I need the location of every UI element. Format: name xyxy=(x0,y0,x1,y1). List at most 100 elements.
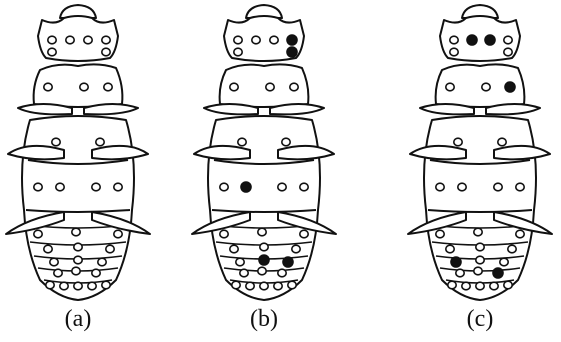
abdomen-row1-dot-1 xyxy=(74,243,82,251)
panel-b xyxy=(192,5,336,300)
leg-appendage xyxy=(8,146,64,160)
abdomen-row0-dot-2 xyxy=(516,230,524,238)
leg-appendage xyxy=(278,146,334,160)
torso-row1-dot-2 xyxy=(494,183,502,191)
leg-appendage xyxy=(420,104,474,114)
abdomen-row2-dot-2 xyxy=(98,258,106,266)
abdomen-row0-dot-2 xyxy=(114,230,122,238)
torso-row0-dot-1 xyxy=(96,138,104,146)
thorax-dot-0 xyxy=(230,83,238,91)
head-dot-3 xyxy=(504,36,512,44)
abdomen-row2-dot-0 xyxy=(236,258,244,266)
abdomen-row3-dot-1 xyxy=(474,267,482,275)
head-dot-5 xyxy=(504,48,512,56)
abdomen-row4-dot-4 xyxy=(504,281,512,289)
abdomen-row3-dot-0 xyxy=(456,269,464,277)
leg-appendage xyxy=(494,146,550,160)
panel-a xyxy=(6,5,150,300)
leg-appendage xyxy=(84,104,138,114)
abdomen-row4-dot-3 xyxy=(274,282,282,290)
torso-row0-dot-0 xyxy=(238,138,246,146)
head-dot-3-marked xyxy=(287,35,297,45)
thorax-dot-1 xyxy=(80,83,88,91)
panel-c xyxy=(408,5,552,300)
leg-appendage xyxy=(486,104,540,114)
head-dot-1-marked xyxy=(467,35,477,45)
head-dot-1 xyxy=(66,36,74,44)
torso-row0-dot-1 xyxy=(282,138,290,146)
abdomen-row4-dot-2 xyxy=(476,282,484,290)
abdomen-row1-dot-0 xyxy=(446,245,454,253)
abdomen-row1-dot-0 xyxy=(44,245,52,253)
head-dot-4 xyxy=(450,48,458,56)
abdomen-row2-dot-2-marked xyxy=(283,257,293,267)
abdomen-row1-dot-2 xyxy=(292,245,300,253)
head-dot-1 xyxy=(252,36,260,44)
abdomen-row1-dot-1 xyxy=(476,243,484,251)
abdomen-row4-dot-4 xyxy=(288,281,296,289)
abdomen-row4-dot-0 xyxy=(46,281,54,289)
torso-row1-dot-2 xyxy=(92,183,100,191)
abdomen-row4-dot-0 xyxy=(448,281,456,289)
abdomen-row3-dot-1 xyxy=(72,267,80,275)
thorax-dot-2 xyxy=(104,83,112,91)
abdomen-row4-dot-0 xyxy=(232,281,240,289)
abdomen-row2-dot-0-marked xyxy=(451,257,461,267)
head-dot-2 xyxy=(270,36,278,44)
torso-row1-dot-3 xyxy=(516,183,524,191)
abdomen-row3-dot-2-marked xyxy=(493,268,503,278)
head-dot-4 xyxy=(234,48,242,56)
thorax-dot-0 xyxy=(44,83,52,91)
torso-row1-dot-1-marked xyxy=(241,182,251,192)
abdomen-row2-dot-0 xyxy=(50,258,58,266)
head-dot-2-marked xyxy=(485,35,495,45)
torso-row1-dot-0 xyxy=(34,183,42,191)
abdomen-row4-dot-2 xyxy=(260,282,268,290)
leg-appendage xyxy=(270,104,324,114)
thorax-dot-2-marked xyxy=(505,82,515,92)
abdomen-row2-dot-1-marked xyxy=(259,255,269,265)
abdomen-row0-dot-1 xyxy=(258,228,266,236)
abdomen-row3-dot-0 xyxy=(54,269,62,277)
thorax-dot-2 xyxy=(290,83,298,91)
abdomen-row1-dot-2 xyxy=(508,245,516,253)
abdomen-row1-dot-2 xyxy=(106,245,114,253)
abdomen-row4-dot-4 xyxy=(102,281,110,289)
head-dot-3 xyxy=(102,36,110,44)
abdomen-row3-dot-1 xyxy=(258,267,266,275)
abdomen-row4-dot-3 xyxy=(490,282,498,290)
abdomen-row0-dot-1 xyxy=(72,228,80,236)
leg-appendage xyxy=(194,146,250,160)
torso-row0-dot-0 xyxy=(454,138,462,146)
abdomen-row2-dot-1 xyxy=(476,256,484,264)
panel-a-label: (a) xyxy=(48,304,108,334)
leg-appendage xyxy=(92,146,148,160)
abdomen-row0-dot-0 xyxy=(436,230,444,238)
torso-row1-dot-2 xyxy=(278,183,286,191)
abdomen-row2-dot-1 xyxy=(74,256,82,264)
head-dot-5 xyxy=(102,48,110,56)
leg-appendage xyxy=(18,104,72,114)
head-dot-0 xyxy=(450,36,458,44)
abdomen-row4-dot-2 xyxy=(74,282,82,290)
thorax-dot-1 xyxy=(266,83,274,91)
abdomen-row1-dot-1 xyxy=(260,243,268,251)
thorax-dot-0 xyxy=(446,83,454,91)
abdomen-row4-dot-1 xyxy=(462,282,470,290)
torso-row1-dot-3 xyxy=(114,183,122,191)
torso-row0-dot-1 xyxy=(498,138,506,146)
abdomen-row1-dot-0 xyxy=(230,245,238,253)
torso-row1-dot-0 xyxy=(220,183,228,191)
head-dot-4 xyxy=(48,48,56,56)
head-dot-5-marked xyxy=(287,47,297,57)
abdomen-row2-dot-2 xyxy=(500,258,508,266)
abdomen-row3-dot-2 xyxy=(92,269,100,277)
head-dot-0 xyxy=(234,36,242,44)
abdomen-row4-dot-3 xyxy=(88,282,96,290)
leg-appendage xyxy=(204,104,258,114)
abdomen-row3-dot-0 xyxy=(240,269,248,277)
abdomen-row0-dot-0 xyxy=(34,230,42,238)
head-dot-2 xyxy=(84,36,92,44)
torso-row1-dot-1 xyxy=(458,183,466,191)
leg-appendage xyxy=(410,146,466,160)
